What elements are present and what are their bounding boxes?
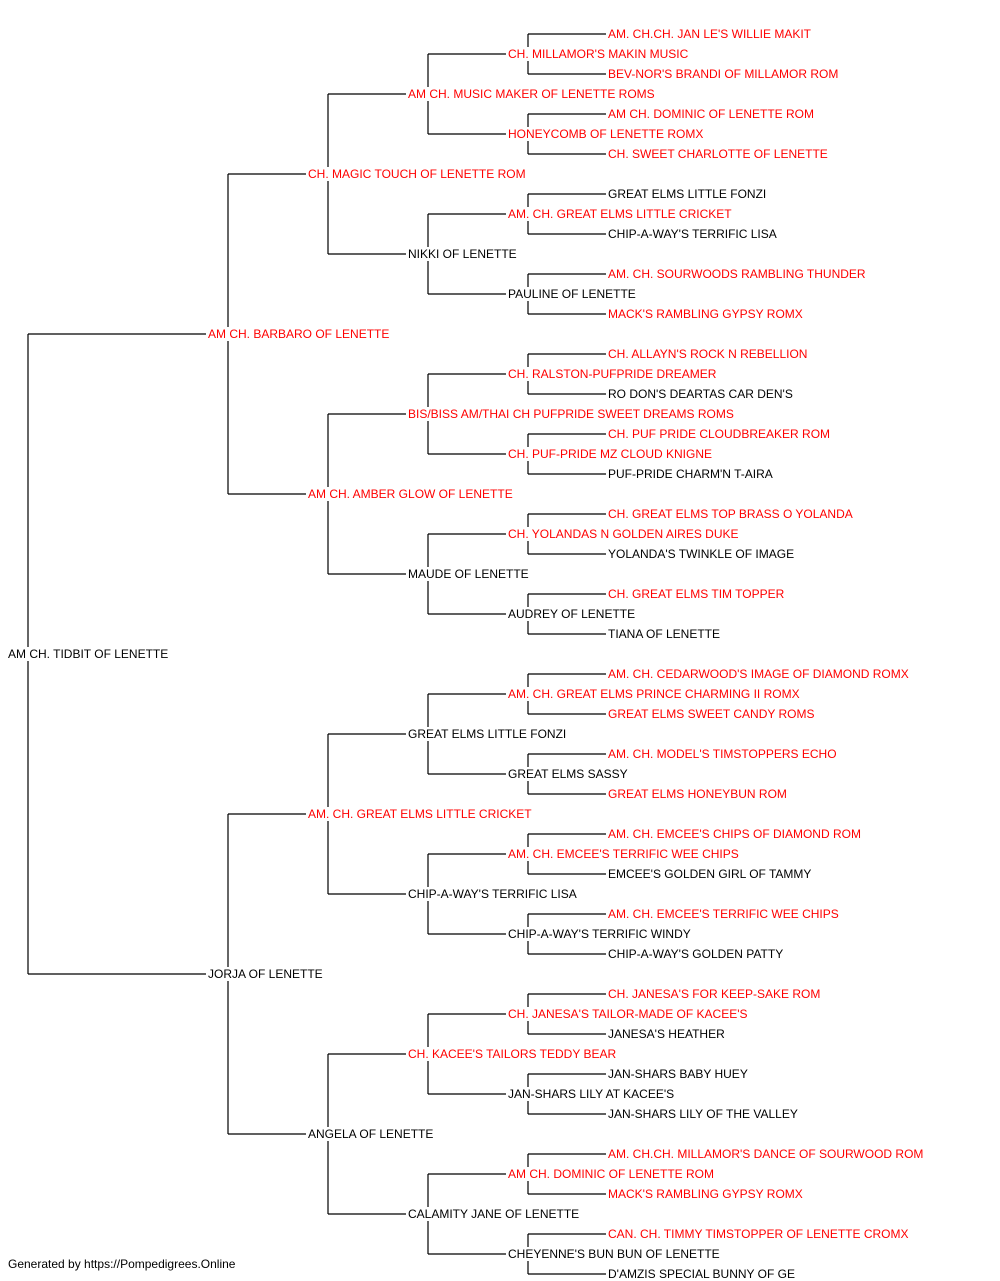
pedigree-name-gen5: AM. CH. CEDARWOOD'S IMAGE OF DIAMOND ROM… [608,667,909,681]
pedigree-name-gen5: RO DON'S DEARTAS CAR DEN'S [608,387,793,401]
pedigree-name-gen3: CHIP-A-WAY'S TERRIFIC LISA [408,887,577,901]
pedigree-name-gen5: CH. JANESA'S FOR KEEP-SAKE ROM [608,987,821,1001]
pedigree-name-gen0: AM CH. TIDBIT OF LENETTE [8,647,169,661]
pedigree-name-gen4: HONEYCOMB OF LENETTE ROMX [508,127,704,141]
pedigree-name-gen5: CHIP-A-WAY'S GOLDEN PATTY [608,947,784,961]
pedigree-name-gen4: CH. MILLAMOR'S MAKIN MUSIC [508,47,689,61]
pedigree-name-gen5: CH. GREAT ELMS TOP BRASS O YOLANDA [608,507,853,521]
pedigree-name-gen4: AUDREY OF LENETTE [508,607,636,621]
pedigree-name-gen3: GREAT ELMS LITTLE FONZI [408,727,567,741]
pedigree-name-gen5: JAN-SHARS LILY OF THE VALLEY [608,1107,798,1121]
pedigree-name-gen2: CH. MAGIC TOUCH OF LENETTE ROM [308,167,526,181]
pedigree-name-gen4: CH. RALSTON-PUFPRIDE DREAMER [508,367,717,381]
pedigree-name-gen5: CH. PUF PRIDE CLOUDBREAKER ROM [608,427,831,441]
pedigree-name-gen5: AM. CH.CH. MILLAMOR'S DANCE OF SOURWOOD … [608,1147,924,1161]
pedigree-name-gen5: CH. ALLAYN'S ROCK N REBELLION [608,347,808,361]
pedigree-name-gen4: AM CH. DOMINIC OF LENETTE ROM [508,1167,715,1181]
pedigree-name-gen5: JAN-SHARS BABY HUEY [608,1067,748,1081]
pedigree-name-gen5: MACK'S RAMBLING GYPSY ROMX [608,1187,803,1201]
pedigree-name-gen5: JANESA'S HEATHER [608,1027,725,1041]
pedigree-name-gen4: GREAT ELMS SASSY [508,767,628,781]
pedigree-name-gen5: AM. CH. SOURWOODS RAMBLING THUNDER [608,267,866,281]
pedigree-name-gen1: JORJA OF LENETTE [208,967,323,981]
pedigree-name-gen3: AM CH. MUSIC MAKER OF LENETTE ROMS [408,87,655,101]
pedigree-name-gen5: MACK'S RAMBLING GYPSY ROMX [608,307,803,321]
pedigree-name-gen2: ANGELA OF LENETTE [308,1127,434,1141]
pedigree-name-gen5: BEV-NOR'S BRANDI OF MILLAMOR ROM [608,67,839,81]
pedigree-name-gen3: CALAMITY JANE OF LENETTE [408,1207,580,1221]
pedigree-name-gen5: TIANA OF LENETTE [608,627,721,641]
pedigree-name-gen4: CH. JANESA'S TAILOR-MADE OF KACEE'S [508,1007,748,1021]
pedigree-name-gen4: AM. CH. EMCEE'S TERRIFIC WEE CHIPS [508,847,739,861]
pedigree-name-gen5: AM CH. DOMINIC OF LENETTE ROM [608,107,815,121]
pedigree-name-gen5: AM. CH.CH. JAN LE'S WILLIE MAKIT [608,27,811,41]
pedigree-name-gen3: BIS/BISS AM/THAI CH PUFPRIDE SWEET DREAM… [408,407,734,421]
pedigree-name-gen2: AM. CH. GREAT ELMS LITTLE CRICKET [308,807,532,821]
pedigree-name-gen4: CHEYENNE'S BUN BUN OF LENETTE [508,1247,720,1261]
pedigree-name-gen5: GREAT ELMS SWEET CANDY ROMS [608,707,815,721]
pedigree-name-gen5: EMCEE'S GOLDEN GIRL OF TAMMY [608,867,812,881]
pedigree-name-gen4: PAULINE OF LENETTE [508,287,636,301]
pedigree-name-gen5: AM. CH. EMCEE'S CHIPS OF DIAMOND ROM [608,827,861,841]
pedigree-name-gen5: CH. SWEET CHARLOTTE OF LENETTE [608,147,828,161]
pedigree-name-gen5: CHIP-A-WAY'S TERRIFIC LISA [608,227,777,241]
pedigree-name-gen5: YOLANDA'S TWINKLE OF IMAGE [608,547,795,561]
pedigree-name-gen3: NIKKI OF LENETTE [408,247,517,261]
pedigree-name-gen5: CAN. CH. TIMMY TIMSTOPPER OF LENETTE CRO… [608,1227,909,1241]
pedigree-name-gen3: MAUDE OF LENETTE [408,567,529,581]
pedigree-name-gen3: CH. KACEE'S TAILORS TEDDY BEAR [408,1047,617,1061]
pedigree-name-gen4: AM. CH. GREAT ELMS LITTLE CRICKET [508,207,732,221]
pedigree-name-gen5: GREAT ELMS LITTLE FONZI [608,187,767,201]
pedigree-name-gen5: D'AMZIS SPECIAL BUNNY OF GE [608,1267,795,1281]
pedigree-name-gen5: AM. CH. MODEL'S TIMSTOPPERS ECHO [608,747,837,761]
pedigree-name-gen1: AM CH. BARBARO OF LENETTE [208,327,390,341]
pedigree-name-gen5: CH. GREAT ELMS TIM TOPPER [608,587,785,601]
generated-by-footer: Generated by https://Pompedigrees.Online [8,1257,236,1271]
pedigree-name-gen5: PUF-PRIDE CHARM'N T-AIRA [608,467,773,481]
pedigree-name-gen2: AM CH. AMBER GLOW OF LENETTE [308,487,513,501]
pedigree-name-gen4: CHIP-A-WAY'S TERRIFIC WINDY [508,927,691,941]
pedigree-name-gen4: AM. CH. GREAT ELMS PRINCE CHARMING II RO… [508,687,800,701]
pedigree-name-gen4: CH. PUF-PRIDE MZ CLOUD KNIGNE [508,447,713,461]
pedigree-name-gen5: GREAT ELMS HONEYBUN ROM [608,787,787,801]
pedigree-name-gen4: JAN-SHARS LILY AT KACEE'S [508,1087,675,1101]
pedigree-name-gen5: AM. CH. EMCEE'S TERRIFIC WEE CHIPS [608,907,839,921]
pedigree-name-gen4: CH. YOLANDAS N GOLDEN AIRES DUKE [508,527,739,541]
